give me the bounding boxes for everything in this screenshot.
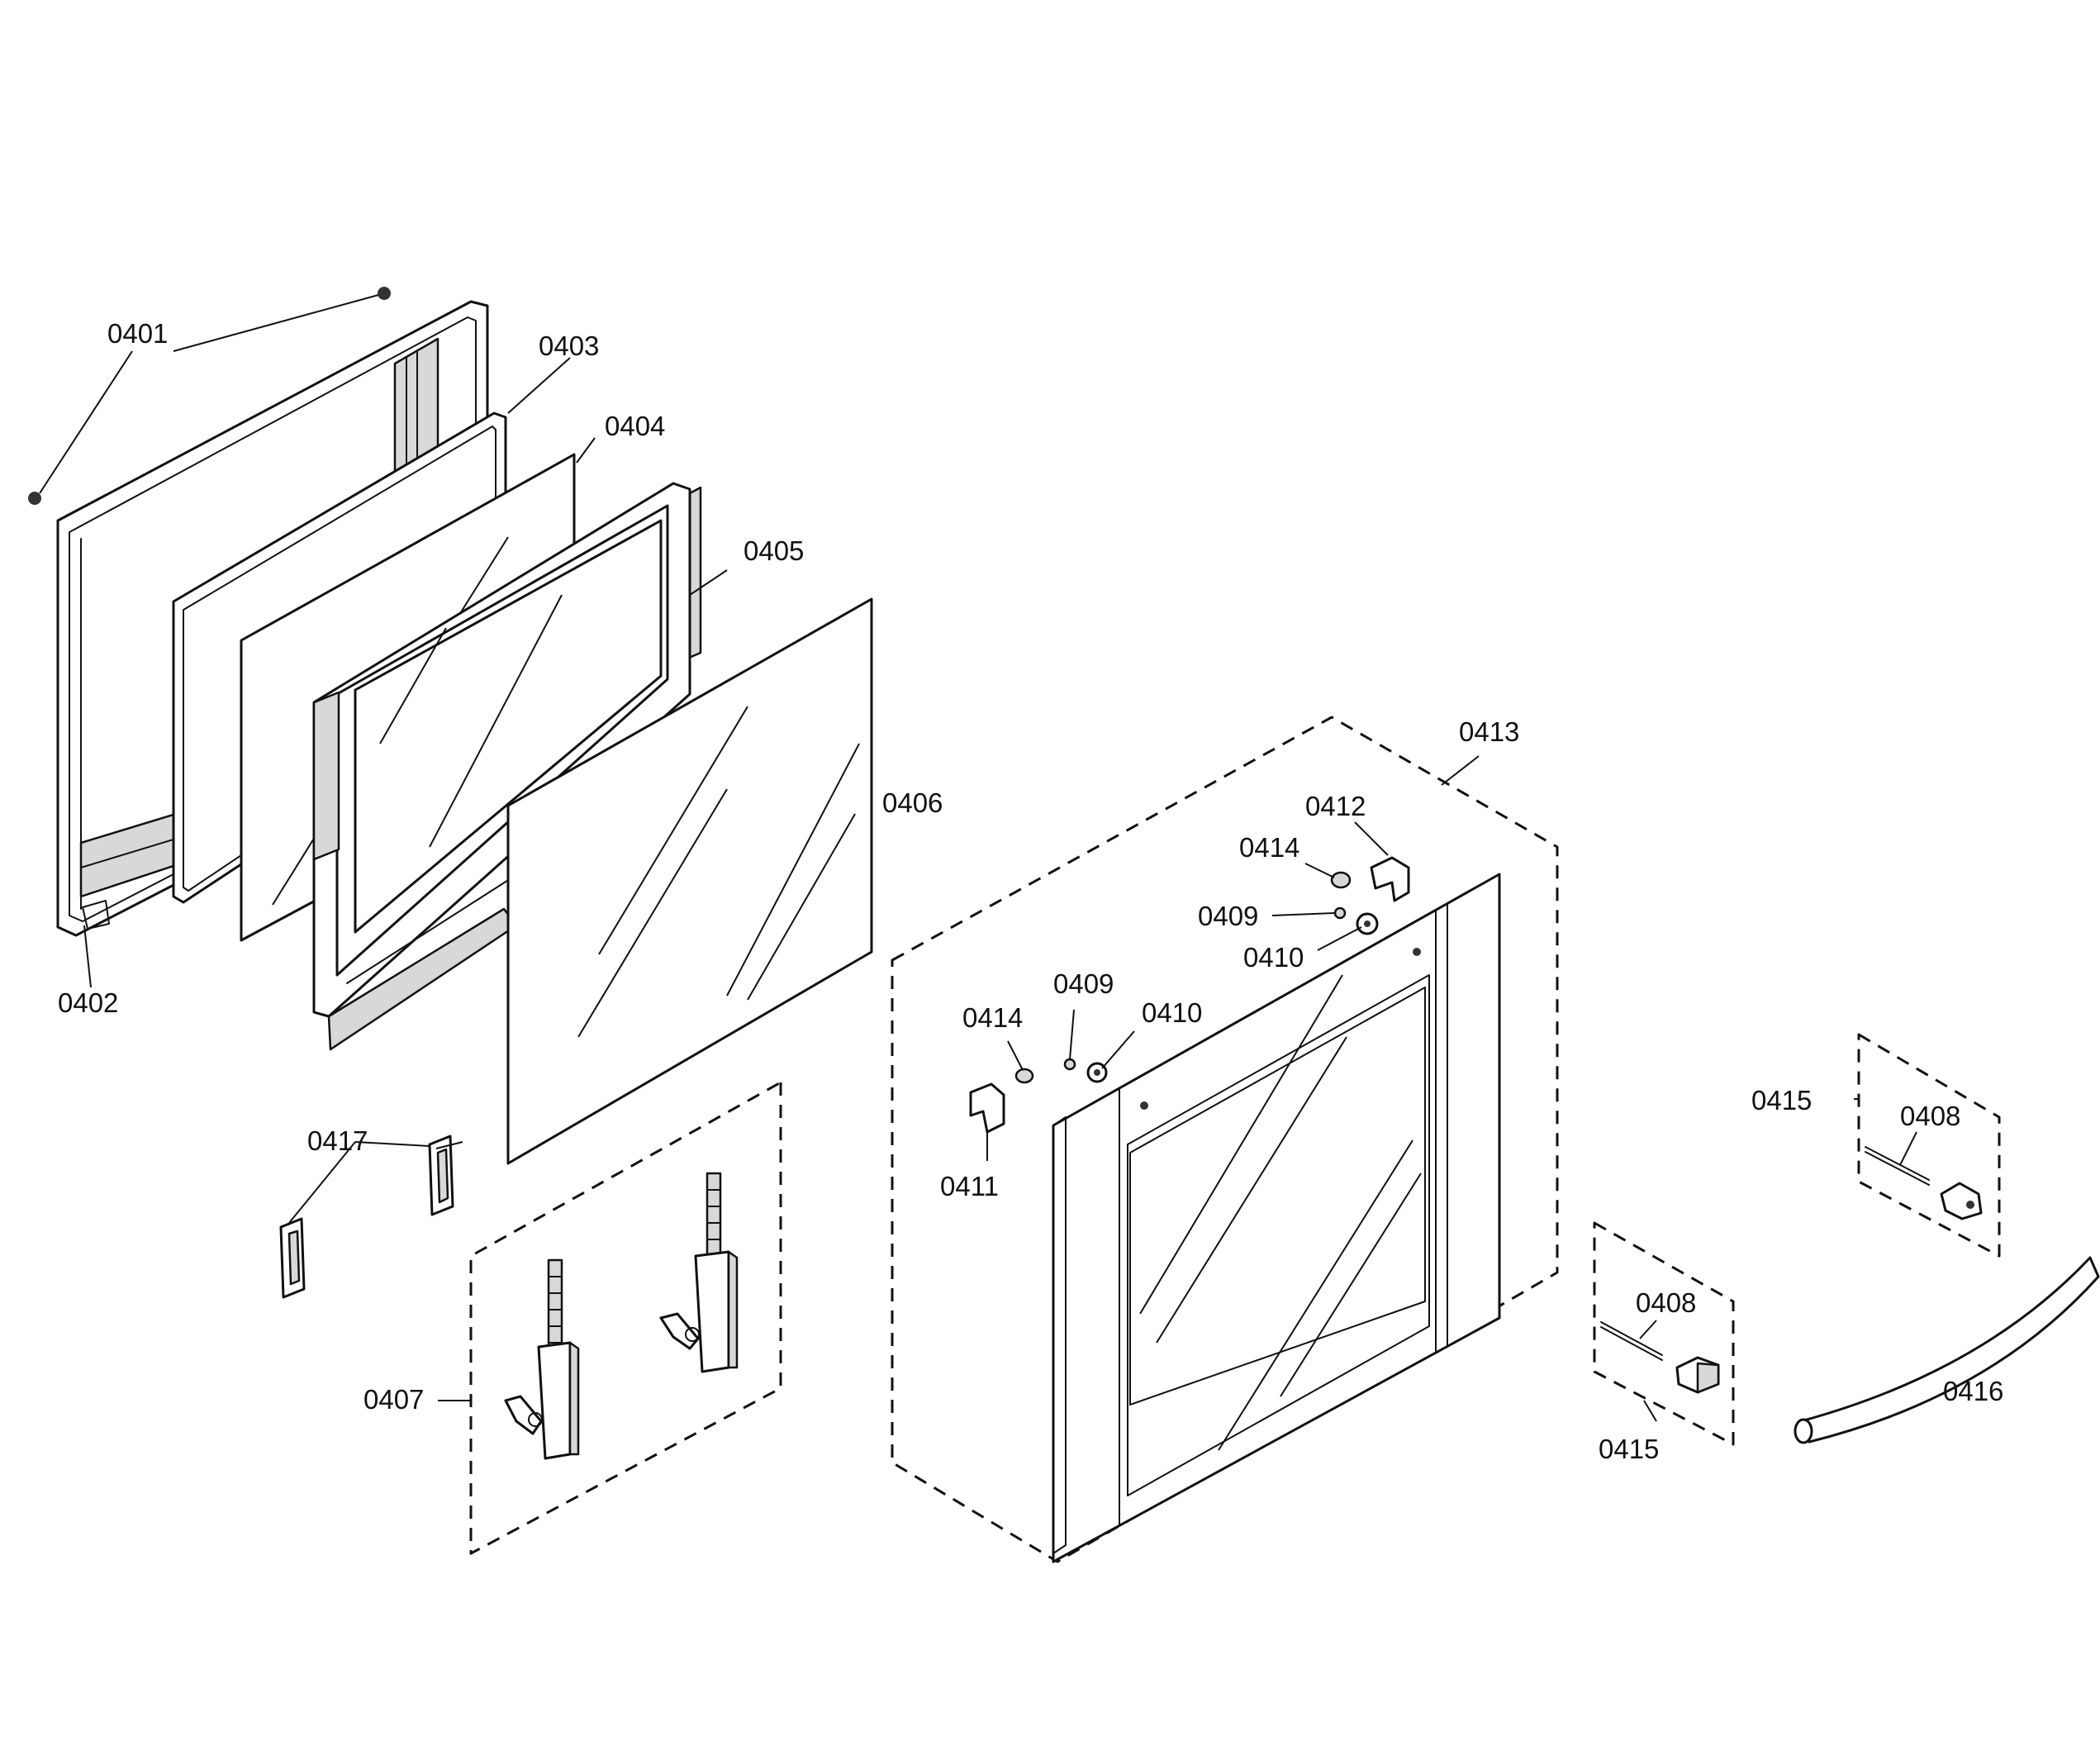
callout-0406: 0406 — [882, 787, 943, 818]
screw-top — [378, 287, 391, 300]
callout-0410-lower: 0410 — [1142, 997, 1202, 1028]
part-0415-handle-mount-upper — [1857, 1033, 2001, 1258]
callout-0414-upper: 0414 — [1239, 832, 1299, 863]
callout-0408-upper: 0408 — [1900, 1101, 1960, 1131]
part-0416-handle-bar — [1794, 1256, 2100, 1444]
screw-left — [28, 492, 41, 505]
callout-0415-upper: 0415 — [1751, 1085, 1812, 1115]
callout-0405: 0405 — [744, 535, 804, 566]
part-0401-screws — [28, 287, 391, 505]
part-0415-handle-mount-lower — [1593, 1221, 1735, 1446]
callout-0404: 0404 — [605, 411, 665, 441]
callout-0407: 0407 — [363, 1384, 424, 1415]
callout-0409-lower: 0409 — [1053, 968, 1114, 999]
callout-0402: 0402 — [58, 987, 118, 1018]
part-0417-clips — [279, 1135, 454, 1299]
bracket-0414-right — [1330, 871, 1352, 889]
bracket-0414-left — [1014, 1068, 1034, 1084]
part-0406-outer-glass — [506, 597, 873, 1165]
callout-labels: 0401 0402 0403 0404 0405 0406 0417 0407 … — [58, 318, 2003, 1464]
callout-0414-lower: 0414 — [962, 1002, 1023, 1033]
callout-0401: 0401 — [107, 318, 168, 349]
leader-lines — [39, 294, 1917, 1422]
callout-0417: 0417 — [307, 1125, 368, 1156]
callout-0408-lower: 0408 — [1636, 1287, 1696, 1318]
bushing-0410-right — [1356, 912, 1379, 935]
hinge-left — [504, 1258, 580, 1460]
hinge-bracket-0412 — [1370, 856, 1410, 902]
callout-0409-upper: 0409 — [1198, 901, 1258, 931]
callout-0403: 0403 — [539, 331, 599, 361]
washer-0409-right — [1333, 906, 1347, 920]
callout-0412: 0412 — [1305, 791, 1366, 821]
callout-0411: 0411 — [940, 1171, 999, 1201]
part-0405-glass-retainer-frame — [312, 482, 702, 1051]
part-0407-hinges — [469, 1081, 782, 1555]
callout-0410-upper: 0410 — [1243, 942, 1304, 973]
callout-0415-lower: 0415 — [1599, 1434, 1659, 1464]
callout-0413: 0413 — [1459, 716, 1519, 747]
hinge-bracket-0411 — [969, 1082, 1005, 1134]
part-0413-outer-door-assembly — [891, 716, 1559, 1563]
callout-0416: 0416 — [1943, 1376, 2003, 1406]
washer-0409-left — [1063, 1058, 1076, 1071]
hinge-right — [659, 1172, 739, 1373]
